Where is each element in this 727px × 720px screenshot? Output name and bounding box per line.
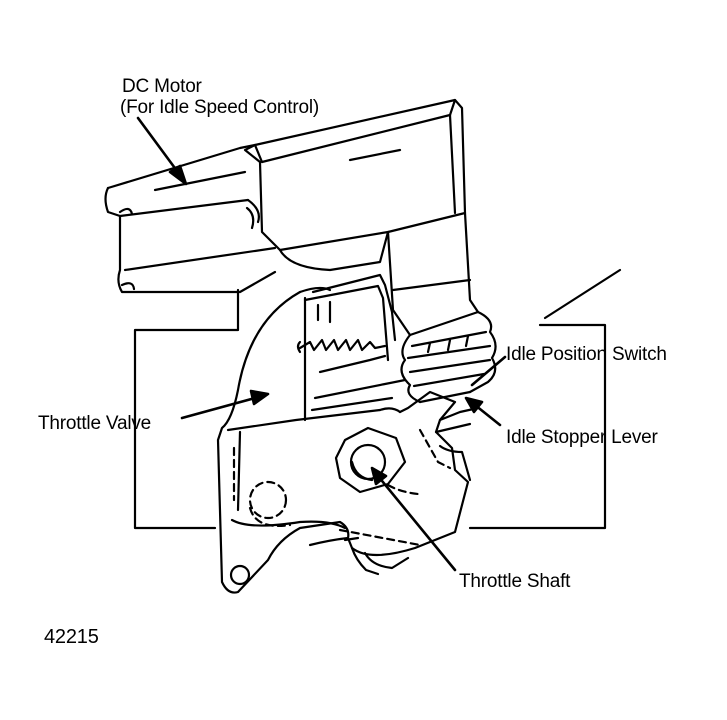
idle-stopper-lever-label: Idle Stopper Lever <box>506 427 658 448</box>
throttle-shaft-arrowhead <box>370 466 388 486</box>
hidden-lines <box>232 428 452 547</box>
leader-lines <box>136 116 507 572</box>
throttle-valve-arrowhead <box>249 389 270 406</box>
dc-motor <box>104 98 480 337</box>
throttle-valve-label: Throttle Valve <box>38 413 152 434</box>
throttle-valve-leader <box>180 396 257 420</box>
throttle-lever-assembly <box>216 273 480 594</box>
throttle-shaft-leader <box>376 474 457 572</box>
idle-stopper-lever-arrowhead <box>464 396 484 414</box>
throttle-shaft-nut <box>334 426 407 494</box>
dc-motor-sublabel: (For Idle Speed Control) <box>120 97 320 118</box>
dc-motor-leader <box>136 116 182 177</box>
idle-stopper-lever-leader <box>473 403 502 427</box>
throttle-shaft-label: Throttle Shaft <box>459 571 571 592</box>
figure-number: 42215 <box>44 626 99 648</box>
idle-position-switch-leader <box>470 355 507 387</box>
idle-position-switch-label: Idle Position Switch <box>506 344 667 365</box>
idle-position-switch-bellows <box>400 310 497 404</box>
mounting-hole <box>229 564 251 586</box>
bracket-frame <box>133 268 622 530</box>
dc-motor-arrowhead <box>168 164 188 186</box>
dc-motor-label: DC Motor <box>122 76 202 97</box>
